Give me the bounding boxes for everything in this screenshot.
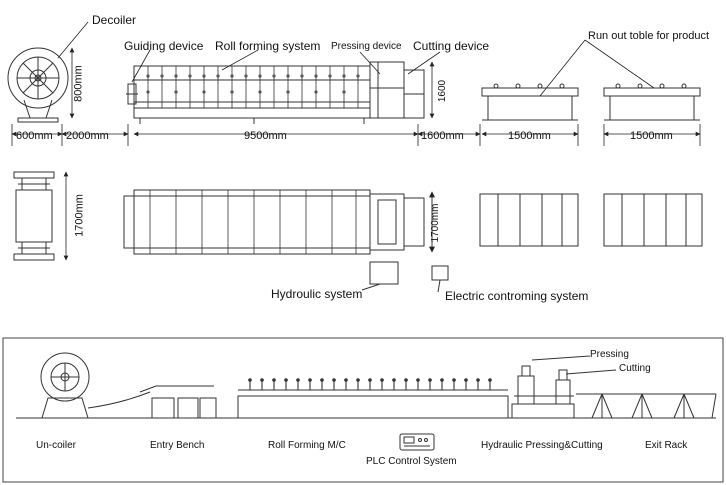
decoiler-elevation bbox=[8, 48, 68, 122]
exit-rack-drawing bbox=[576, 394, 716, 418]
run-out-table-label: Run out toble for product bbox=[588, 30, 710, 42]
line-length-dim: 9500mm bbox=[244, 130, 287, 142]
cutter-length-dim: 1600mm bbox=[421, 130, 464, 142]
run-out-table-2 bbox=[604, 84, 700, 120]
decoiler-plan bbox=[14, 172, 54, 260]
hydraulic-system-label: Hydroulic system bbox=[271, 287, 363, 301]
guiding-device-label: Guiding device bbox=[124, 39, 204, 53]
cutter-height-dim: 1600 bbox=[437, 79, 448, 103]
pressing-device-label: Pressing device bbox=[331, 41, 402, 52]
hydraulic-cutting-label: Hydraulic Pressing&Cutting bbox=[481, 440, 603, 451]
plc-panel-drawing bbox=[400, 434, 434, 450]
cutting-label: Cutting bbox=[619, 363, 651, 374]
roll-forming-label: Roll Forming M/C bbox=[268, 440, 346, 451]
electric-system-box bbox=[432, 266, 448, 292]
exit-rack-label: Exit Rack bbox=[645, 440, 688, 451]
top-leader-lines bbox=[58, 22, 654, 96]
electric-system-label: Electric controming system bbox=[445, 289, 589, 303]
decoiler-plan-width-dim: 1700mm bbox=[73, 194, 86, 237]
decoiler-label: Decoiler bbox=[92, 13, 137, 27]
table1-length-dim: 1500mm bbox=[508, 130, 551, 142]
run-out-table-plan-1 bbox=[480, 194, 578, 246]
hydraulic-system-box bbox=[362, 262, 398, 290]
run-out-table-1 bbox=[482, 84, 578, 120]
top-dimension-lines bbox=[11, 47, 701, 146]
entry-bench-drawing bbox=[140, 386, 216, 418]
decoiler-width-dim: 600mm bbox=[16, 130, 53, 142]
entry-bench-label: Entry Bench bbox=[150, 440, 205, 451]
run-out-table-plan-2 bbox=[604, 194, 702, 246]
bottom-panel-border bbox=[3, 338, 723, 482]
cutting-device-label: Cutting device bbox=[413, 39, 490, 53]
pressing-cutting-elevation bbox=[370, 62, 424, 118]
cutter-plan-width-dim: 1700mm bbox=[430, 203, 441, 243]
gap-dim: 2000mm bbox=[66, 130, 109, 142]
table2-length-dim: 1500mm bbox=[630, 130, 673, 142]
guiding-device-elevation bbox=[126, 84, 138, 104]
roll-forming-elevation bbox=[134, 66, 370, 124]
roll-forming-machine-drawing bbox=[238, 378, 508, 418]
plc-label: PLC Control System bbox=[366, 456, 457, 467]
uncoiler-drawing bbox=[41, 353, 150, 418]
pressing-label: Pressing bbox=[590, 349, 629, 360]
uncoiler-label: Un-coiler bbox=[36, 440, 77, 451]
roll-forming-system-label: Roll forming system bbox=[215, 39, 321, 53]
decoiler-height-dim: 800mm bbox=[72, 65, 85, 102]
line-plan bbox=[124, 190, 435, 254]
pressing-cutting-drawing bbox=[512, 356, 616, 418]
